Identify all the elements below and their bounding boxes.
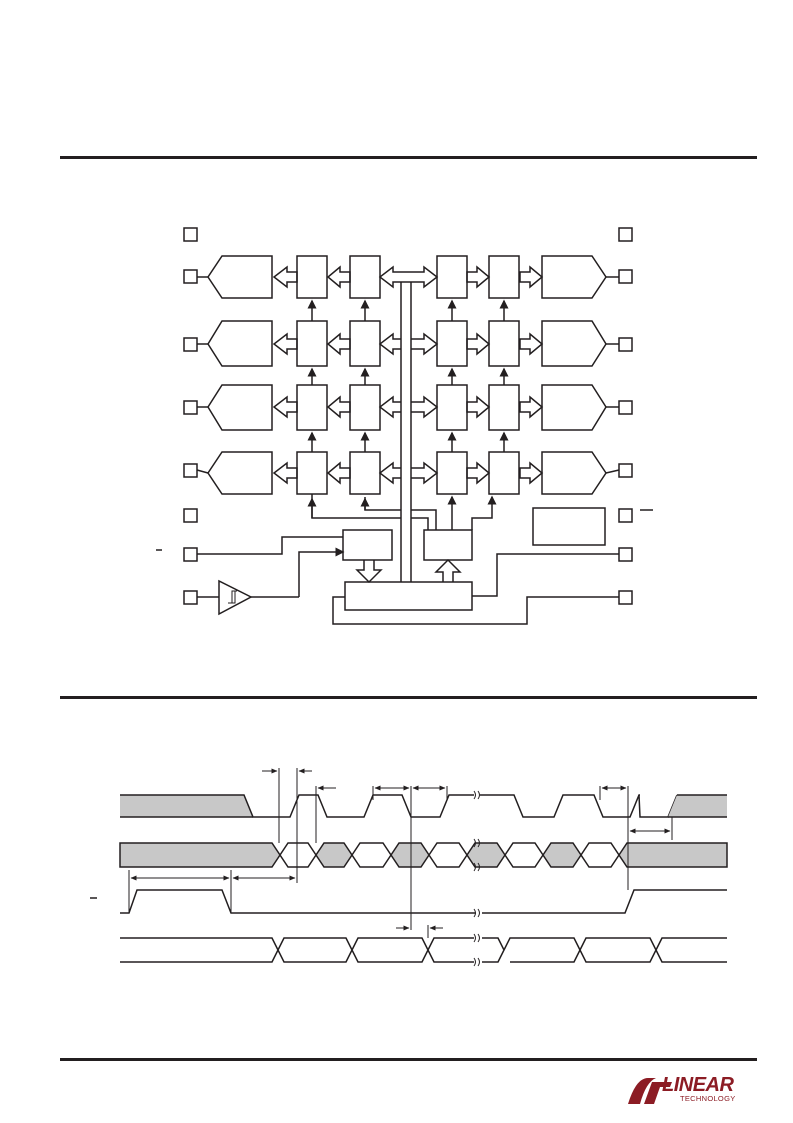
pin-left-2 xyxy=(183,337,198,352)
block-diagram xyxy=(156,227,653,625)
right-input-reg-1 xyxy=(436,255,468,299)
sck-waveform xyxy=(120,794,727,818)
left-buffer-1 xyxy=(207,255,273,299)
sdi-waveform xyxy=(119,842,728,868)
logo-sub-text: TECHNOLOGY xyxy=(680,1094,736,1103)
left-dac-reg-2 xyxy=(296,320,328,367)
left-input-reg-3 xyxy=(349,384,381,431)
left-buffer-4 xyxy=(207,451,273,495)
right-buffer-3 xyxy=(541,384,607,431)
control-to-shift-arrow xyxy=(355,560,383,584)
right-dac-reg-1 xyxy=(488,255,520,299)
shift-register-block xyxy=(344,581,473,611)
reference-block xyxy=(532,507,606,546)
pin-right-4 xyxy=(618,463,633,478)
left-input-reg-2 xyxy=(349,320,381,367)
pin-right-3 xyxy=(618,400,633,415)
right-buffer-2 xyxy=(541,320,607,367)
shift-to-decoder-arrow xyxy=(434,558,462,582)
decoder-block xyxy=(423,529,473,561)
section-rule-block-diagram xyxy=(60,156,757,159)
right-dac-reg-4 xyxy=(488,451,520,495)
linear-technology-logo: LINEAR TECHNOLOGY xyxy=(626,1074,756,1110)
left-input-reg-4 xyxy=(349,451,381,495)
break-marks xyxy=(473,790,480,967)
section-rule-timing-diagram xyxy=(60,696,757,699)
right-input-reg-3 xyxy=(436,384,468,431)
pin-left-top xyxy=(183,227,198,242)
cs-waveform xyxy=(90,889,727,914)
left-buffer-2 xyxy=(207,320,273,367)
pin-right-1 xyxy=(618,269,633,284)
pin-left-6 xyxy=(183,547,198,562)
pin-right-5 xyxy=(618,508,633,523)
left-dac-reg-4 xyxy=(296,451,328,495)
strobe-lines xyxy=(307,299,509,452)
left-dac-reg-1 xyxy=(296,255,328,299)
central-data-bus xyxy=(378,265,439,582)
bus-arrows xyxy=(272,265,544,485)
pin-right-7 xyxy=(618,590,633,605)
control-logic-block xyxy=(342,529,393,561)
right-dac-reg-3 xyxy=(488,384,520,431)
pin-left-7 xyxy=(183,590,198,605)
timing-markers xyxy=(128,768,673,938)
pin-left-5 xyxy=(183,508,198,523)
pin-left-3 xyxy=(183,400,198,415)
right-buffer-4 xyxy=(541,451,607,495)
right-dac-reg-2 xyxy=(488,320,520,367)
right-input-reg-2 xyxy=(436,320,468,367)
left-buffer-3 xyxy=(207,384,273,431)
pin-left-1 xyxy=(183,269,198,284)
sdo-waveform xyxy=(120,937,727,963)
footer-rule xyxy=(60,1058,757,1061)
pin-right-top xyxy=(618,227,633,242)
pin-right-6 xyxy=(618,547,633,562)
pin-right-2 xyxy=(618,337,633,352)
left-dac-reg-3 xyxy=(296,384,328,431)
right-input-reg-4 xyxy=(436,451,468,495)
lt-logo-icon xyxy=(628,1078,672,1104)
pin-left-4 xyxy=(183,463,198,478)
right-buffer-1 xyxy=(541,255,607,299)
left-input-reg-1 xyxy=(349,255,381,299)
logo-brand-text: LINEAR xyxy=(662,1074,734,1096)
